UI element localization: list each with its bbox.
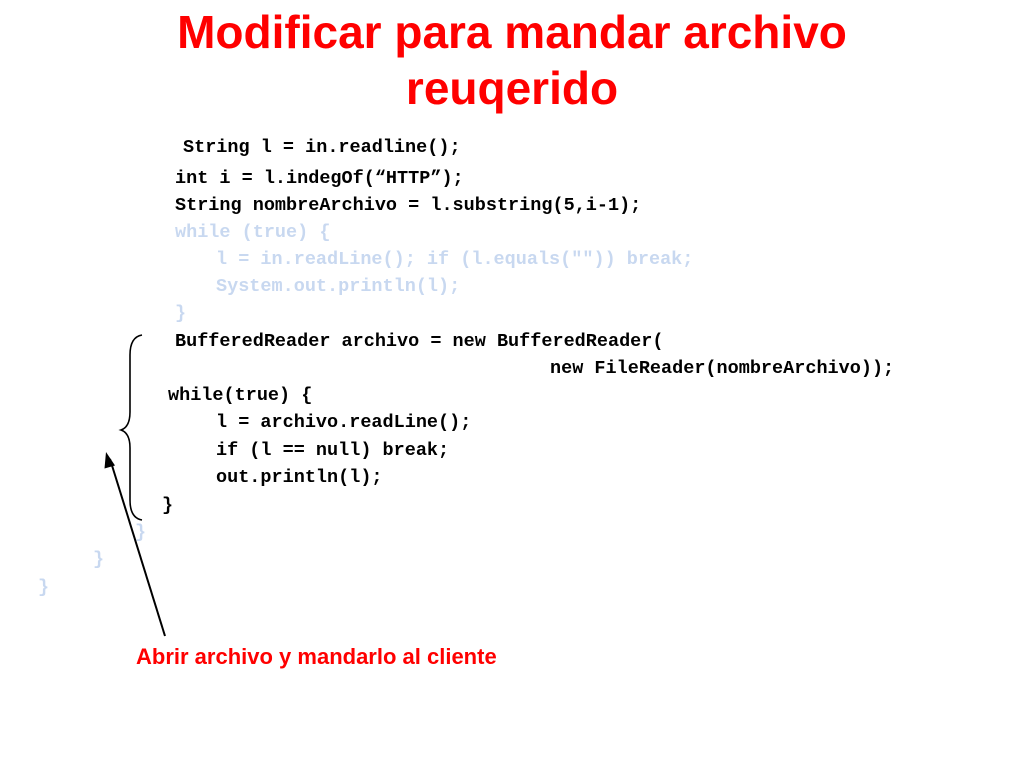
- code-line-while-true: while(true) {: [168, 385, 313, 406]
- arrow-head-icon: [104, 452, 115, 469]
- code-line-bufferedreader: BufferedReader archivo = new BufferedRea…: [175, 331, 664, 352]
- code-line-close-brace-dim-2: }: [135, 522, 147, 543]
- curly-brace-icon: [118, 334, 143, 521]
- code-line-println-dim: System.out.println(l);: [216, 276, 461, 297]
- code-line-close-brace-dim: }: [175, 303, 187, 324]
- code-line-close-brace-dim-3: }: [93, 549, 105, 570]
- slide-title: Modificar para mandar archivo reuqerido: [0, 4, 1024, 116]
- code-line-indexof: int i = l.indegOf(“HTTP”);: [175, 168, 464, 189]
- code-line-close-brace-dim-4: }: [38, 577, 50, 598]
- code-line-if-null-break: if (l == null) break;: [216, 440, 450, 461]
- code-line-readline: String l = in.readline();: [183, 137, 461, 158]
- annotation-caption: Abrir archivo y mandarlo al cliente: [136, 644, 497, 669]
- code-line-close-brace: }: [162, 495, 174, 516]
- code-line-out-println: out.println(l);: [216, 467, 383, 488]
- code-line-readline-loop-dim: l = in.readLine(); if (l.equals("")) bre…: [216, 249, 694, 270]
- code-line-substring: String nombreArchivo = l.substring(5,i-1…: [175, 195, 642, 216]
- slide-title-line-1: Modificar para mandar archivo: [177, 6, 847, 58]
- code-line-filereader: new FileReader(nombreArchivo));: [550, 358, 895, 379]
- code-line-while-header-dim: while (true) {: [175, 222, 331, 243]
- arrow-line-icon: [109, 458, 166, 637]
- code-line-archivo-readline: l = archivo.readLine();: [216, 412, 472, 433]
- slide-title-line-2: reuqerido: [405, 62, 619, 114]
